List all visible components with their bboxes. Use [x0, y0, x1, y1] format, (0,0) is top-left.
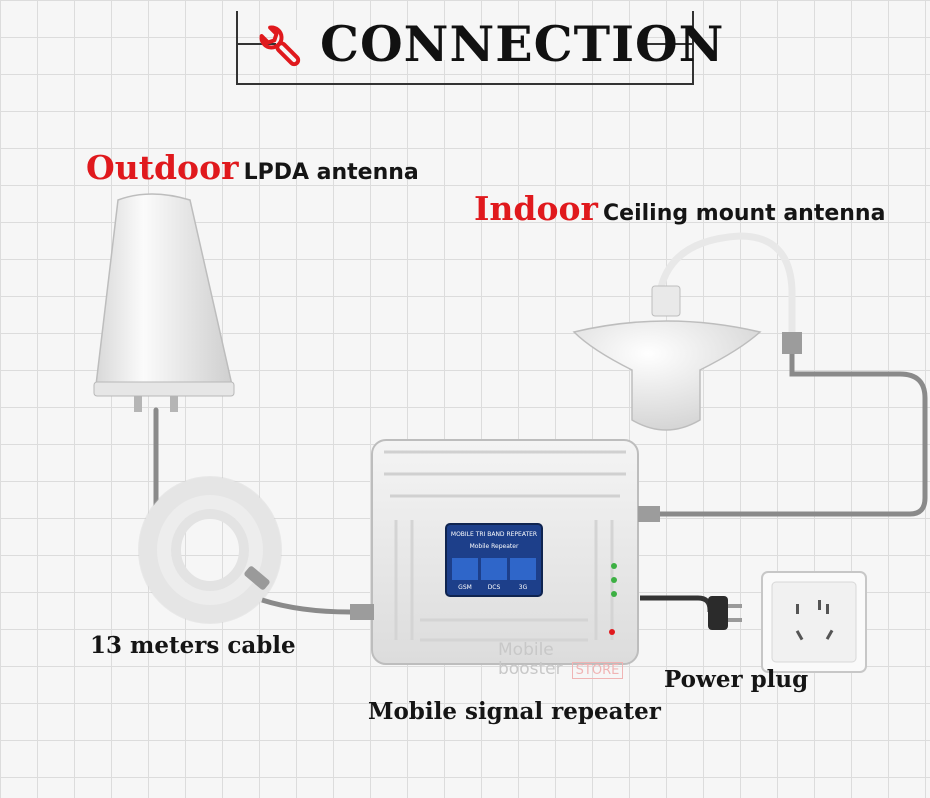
- title-frame: [236, 11, 694, 85]
- wrench-icon: [259, 25, 301, 67]
- power-plug-caption: Power plug: [664, 666, 809, 693]
- title-line-left: [236, 43, 276, 45]
- ceiling-antenna-icon: [572, 232, 802, 431]
- title-frame-gap: [276, 30, 646, 60]
- indoor-text: Ceiling mount antenna: [603, 201, 886, 226]
- wall-socket-icon: [761, 571, 867, 673]
- title-line-right: [646, 43, 694, 45]
- lpda-antenna-icon: [93, 193, 235, 412]
- watermark-line-2: booster: [498, 659, 563, 679]
- repeater-caption: Mobile signal repeater: [368, 698, 661, 725]
- repeater-device: [350, 439, 660, 665]
- repeater-screen-subheading: Mobile Repeater: [470, 543, 519, 550]
- band-label-dcs: DCS: [488, 584, 501, 591]
- outdoor-text: LPDA antenna: [243, 160, 419, 185]
- indoor-highlight: Indoor: [474, 189, 598, 228]
- watermark-store: STORE: [571, 662, 624, 679]
- indoor-label: Indoor Ceiling mount antenna: [474, 189, 885, 228]
- repeater-screen-heading: MOBILE TRI BAND REPEATER: [451, 531, 537, 538]
- cable-coil-icon: [138, 476, 282, 624]
- outdoor-highlight: Outdoor: [86, 148, 239, 187]
- watermark-logo: Mobile booster STORE: [498, 640, 624, 679]
- band-label-gsm: GSM: [458, 584, 472, 591]
- outdoor-label: Outdoor LPDA antenna: [86, 148, 419, 187]
- cable-caption: 13 meters cable: [90, 632, 296, 659]
- band-label-3g: 3G: [519, 584, 528, 591]
- watermark-line-1: Mobile: [498, 640, 554, 660]
- power-plug-icon: [708, 596, 742, 630]
